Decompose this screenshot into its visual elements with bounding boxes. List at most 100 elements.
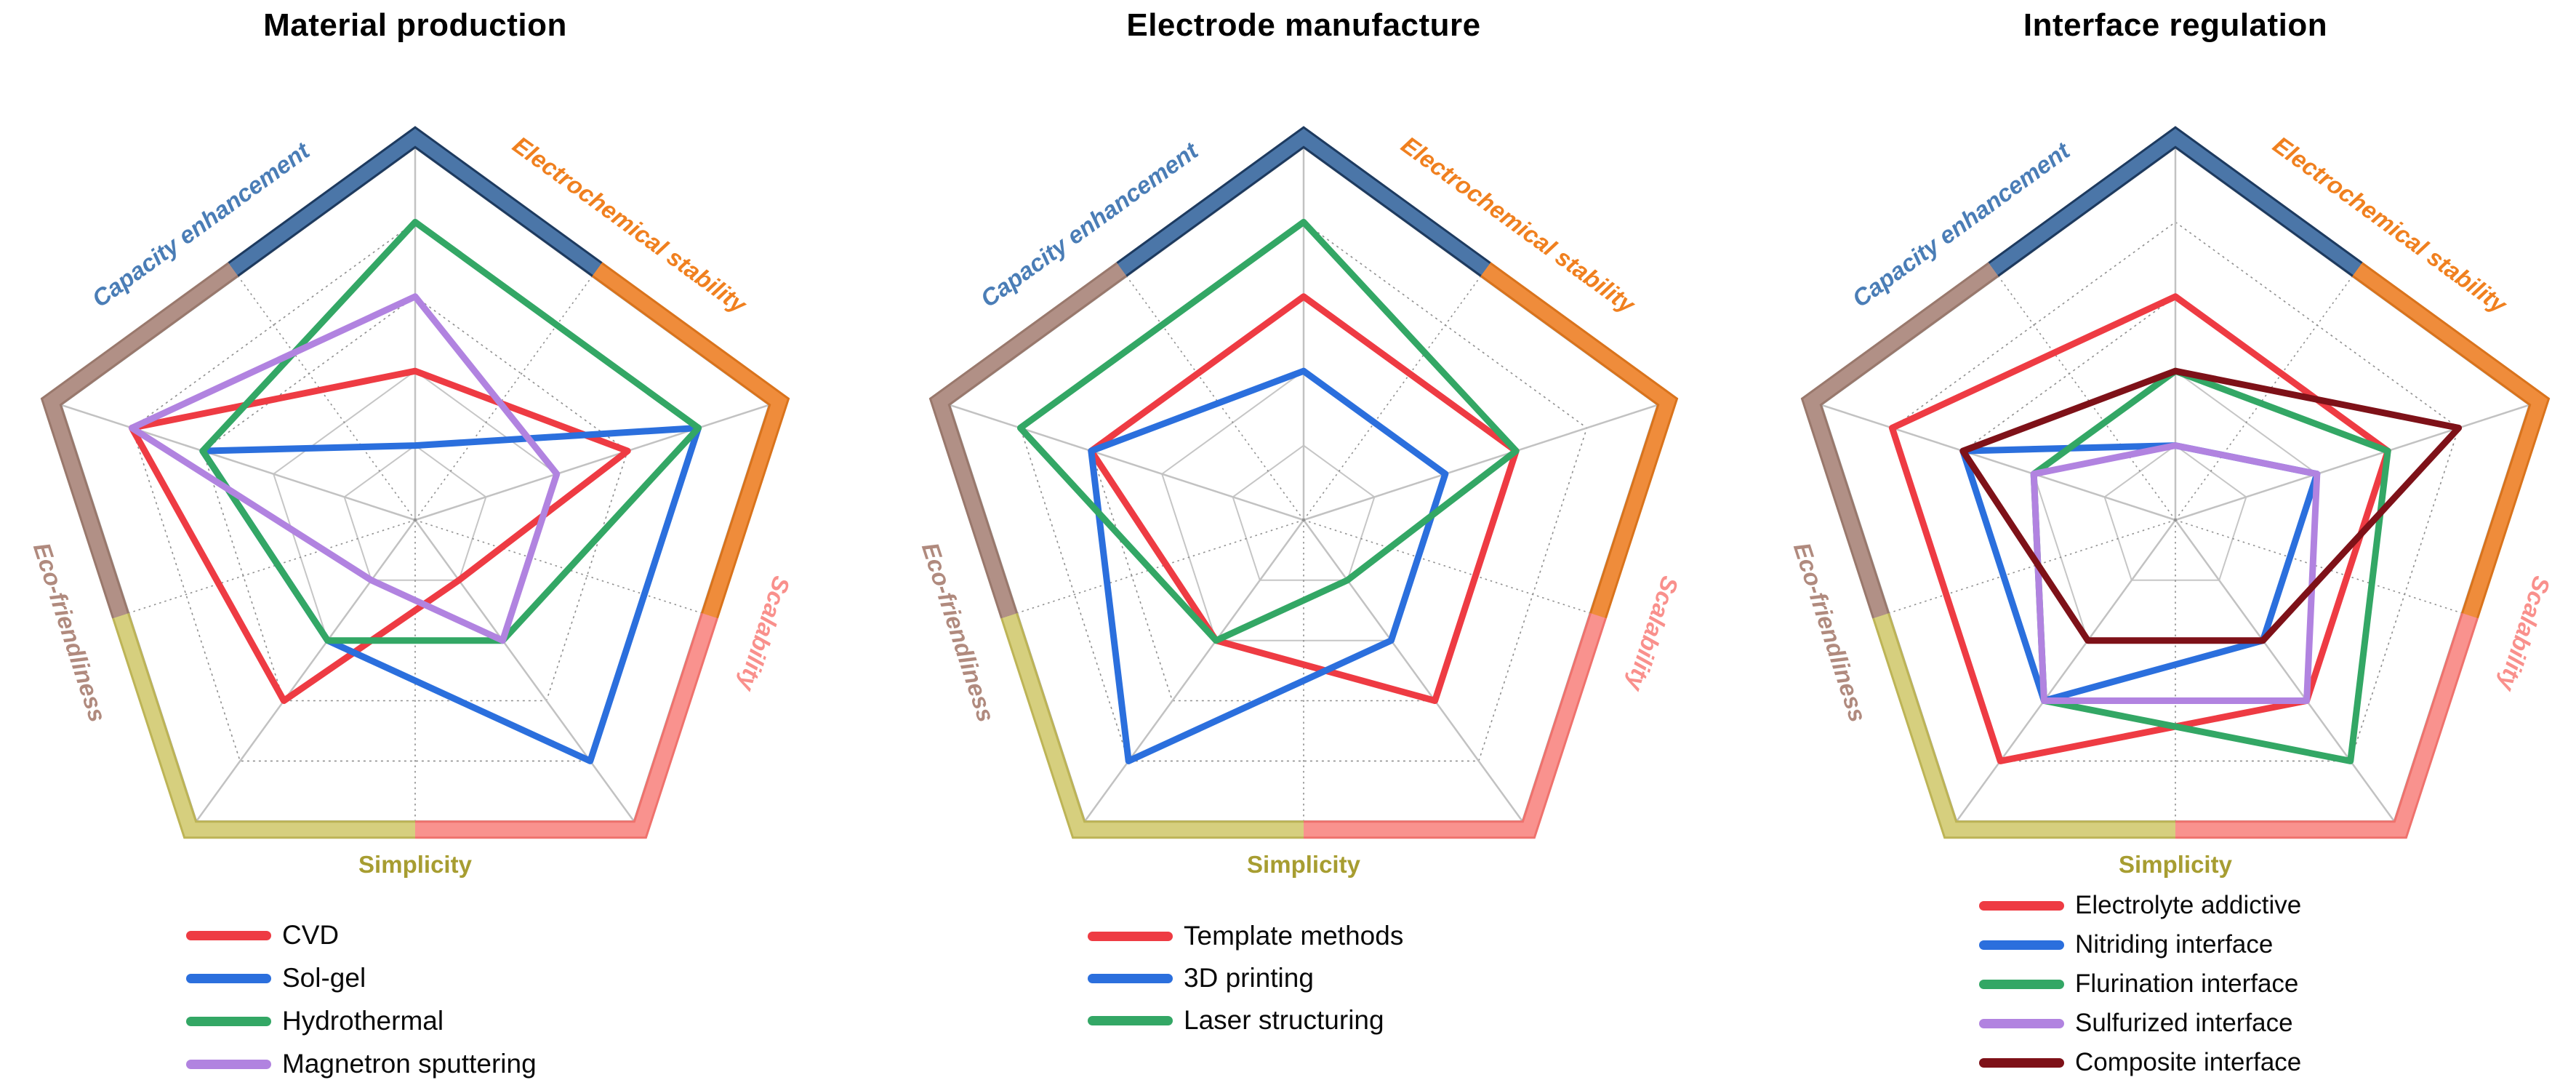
grid-ring-3	[201, 295, 629, 702]
band-simplicity	[113, 613, 415, 837]
band-scalability	[1304, 613, 1605, 837]
legend-label-hydrothermal: Hydrothermal	[282, 1006, 444, 1036]
axis-label-simplicity: Simplicity	[358, 851, 473, 878]
series-polygon-hydrothermal	[199, 218, 702, 644]
legend-item-sol-gel: Sol-gel	[186, 962, 366, 994]
grid-spoke-2	[2174, 519, 2395, 822]
grid-mid-radial-3	[128, 519, 416, 614]
legend-label-nitriding-interface: Nitriding interface	[2075, 930, 2274, 959]
legend-item-flurination-interface: Flurination interface	[1979, 968, 2298, 1000]
grid-mid-radial-1	[2175, 519, 2463, 614]
grid-mid-radial-0	[1303, 276, 1482, 521]
legend-label-sulfurized-interface: Sulfurized interface	[2075, 1009, 2293, 1037]
legend-swatch-electrolyte-addictive	[1979, 900, 2064, 911]
grid-mid-radial-1	[414, 519, 702, 614]
legend-swatch-sol-gel	[186, 973, 271, 983]
grid-mid-radial-0	[414, 276, 593, 521]
legend-item-magnetron-sputtering: Magnetron sputtering	[186, 1048, 537, 1080]
legend-swatch-flurination-interface	[1979, 979, 2064, 989]
grid-spoke-3	[1084, 519, 1305, 822]
grid-spoke-2	[414, 519, 635, 822]
grid-mid-radial-4	[237, 276, 416, 521]
legend-swatch-composite-interface	[1979, 1057, 2064, 1068]
legend-label-laser-structuring: Laser structuring	[1184, 1005, 1384, 1035]
series-group	[1016, 218, 1520, 764]
legend-swatch-magnetron-sputtering	[186, 1059, 271, 1069]
band-edge-electrochemical-stability	[1480, 262, 1679, 619]
band-electrochemical-stability	[2353, 263, 2548, 618]
band-scalability	[2175, 613, 2477, 837]
series-polygon-laser-structuring	[1016, 218, 1520, 644]
band-scalability	[415, 613, 717, 837]
grid-spoke-4	[60, 404, 416, 521]
series-polygon-sulfurized-interface	[2030, 442, 2321, 704]
grid-ring-4	[1891, 221, 2460, 762]
series-polygon-magnetron-sputtering	[128, 293, 561, 644]
grid-spoke-1	[2175, 404, 2530, 521]
band-capacity-enhancement	[1989, 128, 2362, 276]
band-simplicity	[1002, 613, 1304, 837]
legend-item-laser-structuring: Laser structuring	[1088, 1004, 1384, 1036]
legend-label-template-methods: Template methods	[1184, 921, 1404, 951]
legend-item-cvd: CVD	[186, 919, 339, 951]
series-group	[1888, 293, 2463, 764]
legend-item-electrolyte-addictive: Electrolyte addictive	[1979, 889, 2301, 921]
legend-item-3d-printing: 3D printing	[1088, 962, 1314, 994]
legend-swatch-laser-structuring	[1088, 1015, 1173, 1025]
grid-spoke-2	[1302, 519, 1523, 822]
band-eco-friendliness	[1803, 263, 1998, 618]
legend-label-magnetron-sputtering: Magnetron sputtering	[282, 1049, 537, 1079]
axis-label-scalability: Scalability	[1621, 573, 1684, 695]
axis-label-simplicity: Simplicity	[1247, 851, 1361, 878]
grid-mid-radial-1	[1303, 519, 1591, 614]
grid-mid-radial-3	[1016, 519, 1304, 614]
band-simplicity	[1874, 613, 2175, 837]
legend-swatch-cvd	[186, 930, 271, 940]
axis-label-scalability: Scalability	[2493, 573, 2556, 695]
series-group	[128, 218, 702, 764]
grid-spoke-1	[1303, 404, 1658, 521]
legend-item-sulfurized-interface: Sulfurized interface	[1979, 1007, 2293, 1039]
series-polygon-flurination-interface	[2030, 367, 2391, 764]
grid-mid-radial-4	[1997, 276, 2176, 521]
grid-spoke-3	[196, 519, 417, 822]
legend-label-composite-interface: Composite interface	[2075, 1048, 2302, 1076]
grid-mid-radial-0	[2175, 276, 2354, 521]
chart-title-material-production: Material production	[263, 7, 567, 43]
band-electrochemical-stability	[593, 263, 787, 618]
grid-spoke-1	[414, 404, 770, 521]
legend-item-composite-interface: Composite interface	[1979, 1047, 2301, 1079]
series-polygon-composite-interface	[1959, 367, 2463, 644]
legend-swatch-sulfurized-interface	[1979, 1018, 2064, 1028]
grid-spoke-3	[1956, 519, 2177, 822]
series-polygon-sol-gel	[199, 424, 702, 764]
axis-label-scalability: Scalability	[733, 573, 795, 695]
series-polygon-cvd	[128, 367, 631, 704]
series-polygon-electrolyte-addictive	[1888, 293, 2391, 764]
legend-swatch-nitriding-interface	[1979, 940, 2064, 950]
grid-spoke-4	[1821, 404, 2176, 521]
grid-ring-3	[1962, 295, 2389, 702]
series-polygon-nitriding-interface	[1959, 442, 2321, 704]
band-eco-friendliness	[931, 263, 1126, 618]
legend-item-hydrothermal: Hydrothermal	[186, 1005, 444, 1037]
grid-mid-radial-4	[1126, 276, 1304, 521]
legend-label-flurination-interface: Flurination interface	[2075, 969, 2299, 998]
grid-mid-radial-3	[1888, 519, 2176, 614]
band-capacity-enhancement	[229, 128, 601, 276]
band-edge-eco-friendliness	[1800, 262, 1999, 619]
series-polygon-3d-printing	[1088, 367, 1449, 764]
axis-band-group	[40, 126, 790, 839]
legend-swatch-3d-printing	[1088, 973, 1173, 983]
legend-swatch-template-methods	[1088, 931, 1173, 941]
axis-band-group	[1800, 126, 2551, 839]
band-capacity-enhancement	[1118, 128, 1490, 276]
chart-title-interface-regulation: Interface regulation	[2023, 7, 2328, 43]
